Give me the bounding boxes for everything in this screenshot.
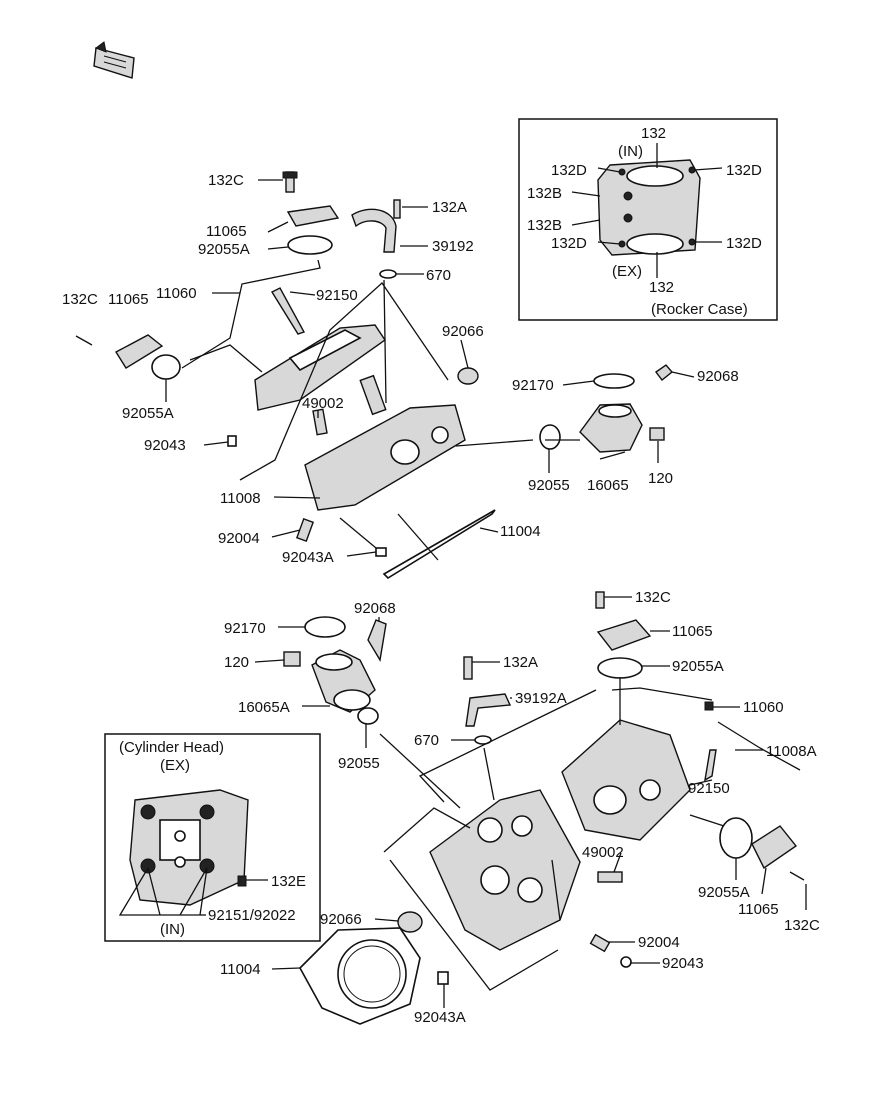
label-92066-a: 92066 [442,323,484,340]
label-11065-b: 11065 [108,291,149,308]
label-16065: 16065 [587,477,629,494]
label-120-b: 120 [224,654,249,671]
label-120-a: 120 [648,470,673,487]
label-670-b: 670 [414,732,439,749]
cylinder-head-inset-drawing [129,789,249,906]
cylinder-head-inset-frame [104,733,321,942]
lower-leader-lines [254,596,807,1008]
label-11004-b: 11004 [220,961,261,978]
cylinder-inset-in-label: (IN) [160,921,185,938]
label-92043a-b: 92043A [414,1009,466,1026]
rocker-case-inset-frame [518,118,778,321]
label-132a-b: 132A [503,654,538,671]
label-92043a-a: 92043A [282,549,334,566]
label-92043-b: 92043 [662,955,704,972]
label-11065-c: 11065 [672,623,713,640]
label-49002-b: 49002 [582,844,624,861]
rocker-in-label: (IN) [618,143,643,160]
lower-assembly-parts [283,591,805,1025]
rocker-label-132d-br: 132D [726,235,762,252]
label-92068-a: 92068 [697,368,739,385]
label-11060-a: 11060 [156,285,197,302]
label-11008a: 11008A [766,743,817,760]
rocker-label-132-bottom: 132 [649,279,674,296]
label-11065-d: 11065 [738,901,779,918]
rocker-case-drawing [597,159,701,256]
label-92055-a: 92055 [528,477,570,494]
label-670-a: 670 [426,267,451,284]
label-92055a-a: 92055A [198,241,250,258]
rocker-label-132-top: 132 [641,125,666,142]
label-92170-b: 92170 [224,620,266,637]
label-92043-a: 92043 [144,437,186,454]
label-39192a: 39192A [515,690,567,707]
label-49002-a: 49002 [302,395,344,412]
rocker-label-132d-tr: 132D [726,162,762,179]
label-92150-a: 92150 [316,287,358,304]
label-92055a-c: 92055A [672,658,724,675]
label-92055-b: 92055 [338,755,380,772]
upper-assembly-parts [75,171,674,580]
label-11004-a: 11004 [500,523,541,540]
upper-leader-lines [165,179,695,561]
label-132c-b: 132C [62,291,98,308]
label-132e: 132E [271,873,306,890]
label-132c-d: 132C [784,917,820,934]
label-92151-92022: 92151/92022 [208,907,296,924]
rocker-label-132d-tl: 132D [551,162,587,179]
label-92004-b: 92004 [638,934,680,951]
front-arrow-icon [93,41,135,79]
label-92055a-b: 92055A [122,405,174,422]
label-92004-a: 92004 [218,530,260,547]
rocker-ex-label: (EX) [612,263,642,280]
label-92066-b: 92066 [320,911,362,928]
label-39192: 39192 [432,238,474,255]
label-11065-a: 11065 [206,223,247,240]
label-92055a-d: 92055A [698,884,750,901]
label-92170-a: 92170 [512,377,554,394]
label-11060-b: 11060 [743,699,784,716]
rocker-label-132d-bl: 132D [551,235,587,252]
label-11008: 11008 [220,490,261,507]
label-16065a: 16065A [238,699,290,716]
cylinder-inset-title: (Cylinder Head) [119,739,224,756]
cylinder-inset-ex-label: (EX) [160,757,190,774]
label-132c-c: 132C [635,589,671,606]
label-132a-a: 132A [432,199,467,216]
label-92150-b: 92150 [688,780,730,797]
rocker-caption: (Rocker Case) [651,301,748,318]
label-132c-a: 132C [208,172,244,189]
label-92068-b: 92068 [354,600,396,617]
rocker-label-132b-top: 132B [527,185,562,202]
rocker-label-132b-bottom: 132B [527,217,562,234]
